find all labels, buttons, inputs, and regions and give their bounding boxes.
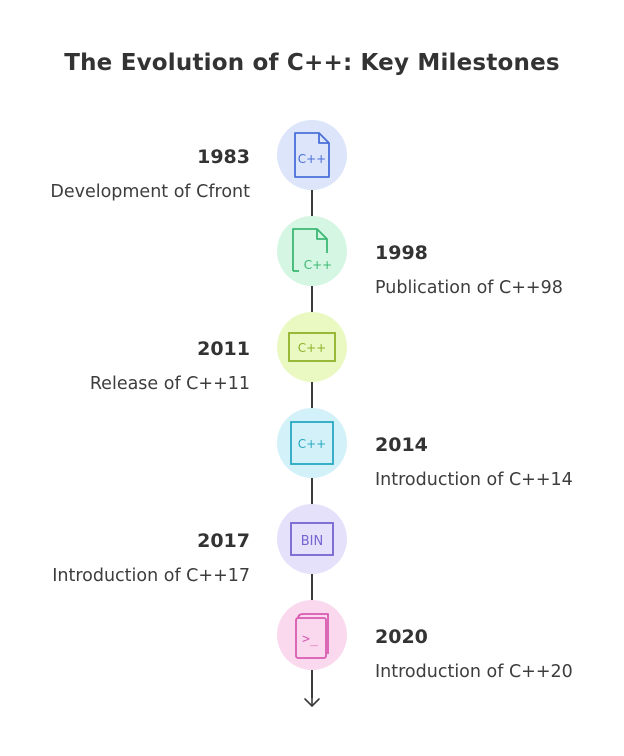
timeline-connector <box>311 574 313 600</box>
milestone-node-2014: C++ <box>277 408 347 478</box>
milestone-label: Introduction of C++14 <box>375 470 573 490</box>
diagram-title: The Evolution of C++: Key Milestones <box>64 50 560 76</box>
cpp-square-icon: C++ <box>288 419 336 467</box>
terminal-book-icon: >_ <box>292 610 332 660</box>
milestone-year: 2014 <box>375 434 428 456</box>
timeline-connector <box>311 478 313 504</box>
milestone-node-2017: BIN <box>277 504 347 574</box>
milestone-year: 2020 <box>375 626 428 648</box>
milestone-label: Introduction of C++20 <box>375 662 573 682</box>
arrow-down-icon <box>302 672 322 716</box>
milestone-label: Development of Cfront <box>50 182 250 202</box>
icon-text: C++ <box>298 341 327 355</box>
icon-text: C++ <box>298 152 327 166</box>
milestone-node-2011: C++ <box>277 312 347 382</box>
cpp-window-icon: C++ <box>287 331 337 363</box>
cpp-document-icon: C++ <box>287 225 337 277</box>
binary-icon: BIN <box>289 521 335 557</box>
milestone-year: 1998 <box>375 242 428 264</box>
milestone-label: Release of C++11 <box>89 374 250 394</box>
icon-text: C++ <box>298 437 327 451</box>
milestone-year: 2011 <box>197 338 250 360</box>
milestone-label: Publication of C++98 <box>375 278 563 298</box>
icon-text: BIN <box>301 534 323 549</box>
milestone-node-2020: >_ <box>277 600 347 670</box>
milestone-year: 1983 <box>197 146 250 168</box>
cpp-file-icon: C++ <box>291 130 333 180</box>
milestone-node-1998: C++ <box>277 216 347 286</box>
timeline-connector <box>311 382 313 408</box>
milestone-year: 2017 <box>197 530 250 552</box>
milestone-node-1983: C++ <box>277 120 347 190</box>
icon-text: >_ <box>302 632 318 647</box>
timeline-connector <box>311 190 313 216</box>
icon-text: C++ <box>304 258 333 272</box>
milestone-label: Introduction of C++17 <box>52 566 250 586</box>
timeline-connector <box>311 286 313 312</box>
